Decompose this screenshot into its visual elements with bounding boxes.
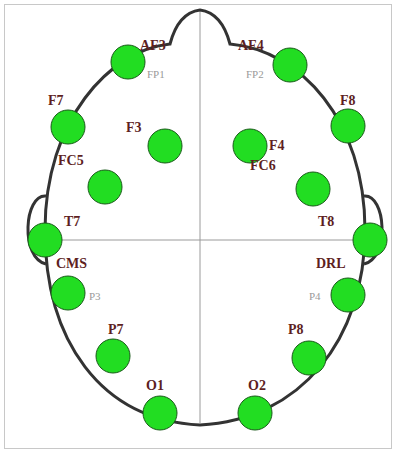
electrode <box>273 48 307 82</box>
electrode <box>111 45 145 79</box>
electrode-name: F7 <box>48 93 64 108</box>
midline <box>200 12 201 423</box>
electrode <box>148 129 182 163</box>
frame <box>5 5 392 449</box>
electrode-name: P7 <box>108 322 124 337</box>
electrodes <box>28 45 387 430</box>
electrode <box>292 341 326 375</box>
electrode-name: O2 <box>248 378 266 393</box>
electrode <box>88 170 122 204</box>
electrode-name: DRL <box>316 256 346 271</box>
electrode <box>143 396 177 430</box>
electrode-name: P8 <box>288 322 304 337</box>
electrode <box>296 172 330 206</box>
electrode <box>233 129 267 163</box>
alt-electrode-name: FP1 <box>147 68 165 80</box>
electrode <box>28 223 62 257</box>
electrode <box>51 110 85 144</box>
electrode-name: F8 <box>340 93 356 108</box>
electrode-name: AF3 <box>140 38 166 53</box>
electrode <box>331 278 365 312</box>
electrode-name: FC5 <box>58 153 84 168</box>
alt-electrode-name: P4 <box>309 290 321 302</box>
head-outline <box>45 10 365 425</box>
electrode <box>238 396 272 430</box>
alt-electrode-name: P3 <box>89 290 101 302</box>
electrode <box>331 109 365 143</box>
electrode-name: T8 <box>318 214 334 229</box>
electrode-name: FC6 <box>250 158 276 173</box>
electrode-name: F3 <box>126 120 142 135</box>
midline <box>45 240 365 241</box>
electrode-name: O1 <box>146 378 164 393</box>
electrode-name: AF4 <box>238 38 264 53</box>
electrode-name: F4 <box>269 138 285 153</box>
electrode-name: T7 <box>64 214 80 229</box>
alt-electrode-name: FP2 <box>246 68 264 80</box>
electrode-name: CMS <box>56 256 87 271</box>
electrode <box>353 223 387 257</box>
electrode <box>96 339 130 373</box>
electrode <box>51 276 85 310</box>
